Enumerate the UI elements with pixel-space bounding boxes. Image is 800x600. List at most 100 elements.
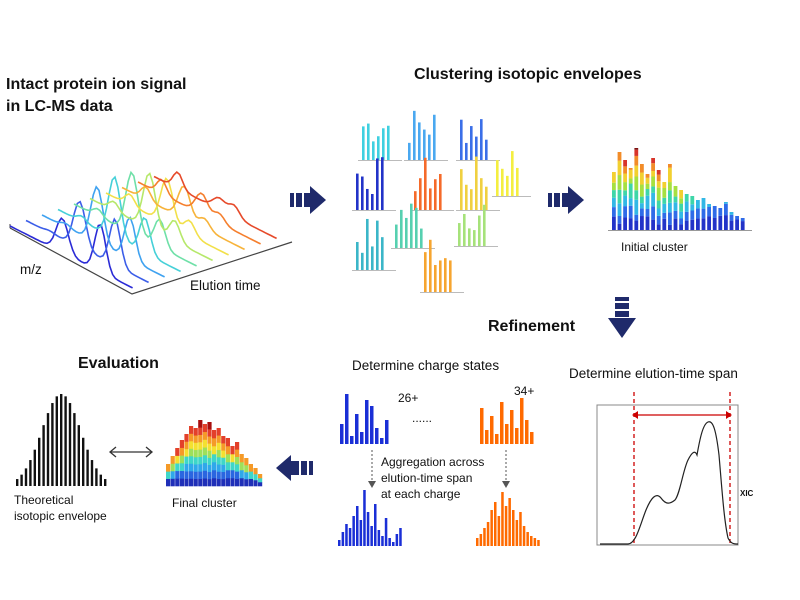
initial-cluster-segment: [623, 206, 627, 218]
elution-span-title: Determine elution-time span: [569, 366, 738, 381]
envelope-peak: [511, 151, 514, 196]
charge-peak: [526, 532, 529, 546]
initial-cluster-segment: [617, 160, 622, 176]
charge-peak: [355, 414, 359, 444]
envelope-peak: [361, 176, 364, 210]
final-cluster-segment: [244, 458, 249, 466]
final-cluster-segment: [193, 449, 198, 458]
charge-peak: [480, 408, 484, 444]
initial-cluster-segment: [712, 217, 717, 230]
final-cluster-segment: [235, 464, 240, 472]
envelope-peak: [366, 218, 369, 270]
envelope-peak: [405, 217, 408, 248]
initial-cluster-segment: [651, 186, 655, 193]
initial-cluster-segment: [651, 192, 655, 207]
initial-cluster-segment: [640, 196, 644, 204]
envelope-peak: [439, 173, 442, 210]
charge-peak: [520, 398, 524, 444]
charge-peak: [490, 510, 493, 546]
aggregation-line1: Aggregation across: [381, 455, 485, 469]
initial-cluster-segment: [645, 195, 650, 210]
surface-ridge-line: [121, 185, 245, 251]
initial-cluster-segment: [724, 215, 728, 230]
initial-cluster-segment: [684, 211, 689, 221]
envelope-peak: [395, 224, 398, 248]
initial-cluster-segment: [628, 183, 633, 199]
initial-cluster-segment: [634, 176, 639, 191]
envelope-peak: [419, 178, 422, 210]
title-evaluation: Evaluation: [78, 355, 159, 372]
initial-cluster-segment: [634, 220, 639, 230]
initial-cluster-segment: [701, 198, 706, 209]
initial-cluster-segment: [623, 182, 627, 191]
final-cluster-segment: [179, 455, 184, 464]
initial-cluster-segment: [656, 181, 661, 188]
initial-cluster-segment: [634, 190, 639, 200]
initial-cluster-segment: [684, 194, 689, 202]
charge-peak: [500, 402, 504, 444]
initial-cluster-segment: [662, 187, 667, 198]
initial-cluster-segment: [673, 202, 678, 211]
final-cluster-segment: [198, 420, 203, 428]
initial-cluster-segment: [673, 210, 678, 219]
theoretical-peak: [82, 437, 85, 486]
charge-peak: [360, 432, 364, 444]
envelope-peak: [434, 179, 437, 210]
initial-cluster-segment: [645, 174, 650, 178]
charge-peak: [363, 490, 366, 546]
xic-label: XIC: [740, 489, 754, 498]
final-cluster-segment: [170, 463, 175, 472]
final-cluster-segment: [244, 479, 249, 487]
envelope-peak: [475, 156, 478, 210]
charge-peak: [384, 518, 388, 546]
final-cluster-segment: [225, 478, 230, 487]
charge-peak: [340, 424, 344, 444]
initial-cluster-segment: [651, 176, 655, 187]
charge-peak: [486, 522, 490, 546]
final-cluster-segment: [235, 471, 240, 479]
final-cluster-segment: [239, 462, 244, 471]
final-cluster-segment: [198, 478, 203, 487]
initial-cluster-segment: [628, 169, 633, 179]
initial-cluster-segment: [662, 218, 667, 230]
initial-cluster-segment: [645, 209, 650, 217]
surface-ridge-line: [153, 171, 277, 240]
final-cluster-segment: [198, 442, 203, 450]
charge-peak: [345, 524, 348, 546]
final-cluster-segment: [235, 456, 240, 465]
final-cluster-segment: [202, 462, 207, 471]
envelope-peak: [483, 204, 486, 246]
final-cluster-segment: [221, 450, 226, 458]
envelope-peak: [468, 228, 471, 246]
initial-cluster-segment: [612, 190, 616, 198]
envelope-peak: [387, 125, 390, 160]
initial-cluster-segment: [612, 216, 616, 230]
initial-cluster-segment: [656, 224, 661, 230]
envelope-peak: [381, 237, 384, 270]
final-cluster-segment: [253, 480, 258, 487]
envelope-peak: [506, 175, 509, 196]
envelope-peak: [413, 110, 416, 160]
final-cluster-segment: [258, 478, 263, 483]
final-cluster-segment: [198, 471, 203, 479]
initial-cluster-segment: [623, 195, 627, 207]
final-cluster-segment: [207, 443, 212, 451]
final-cluster-segment: [221, 443, 226, 451]
initial-cluster-label: Initial cluster: [621, 240, 688, 254]
initial-cluster-segment: [668, 190, 672, 203]
final-cluster-segment: [202, 470, 207, 479]
final-cluster-segment: [230, 478, 235, 487]
compare-double-arrow: [108, 446, 154, 458]
charge-peak: [341, 532, 345, 546]
envelope-peak: [376, 158, 379, 210]
initial-cluster-segment: [617, 175, 622, 190]
final-cluster-segment: [207, 464, 212, 473]
initial-cluster-segment: [656, 170, 661, 175]
charge-peak: [479, 534, 483, 546]
charge-peak: [533, 538, 537, 546]
initial-cluster-segment: [640, 164, 644, 173]
initial-cluster-segment: [696, 200, 700, 209]
charge-peak: [375, 428, 379, 444]
aggregation-line2: elution-time span: [381, 471, 473, 485]
initial-cluster-segment: [645, 183, 650, 190]
